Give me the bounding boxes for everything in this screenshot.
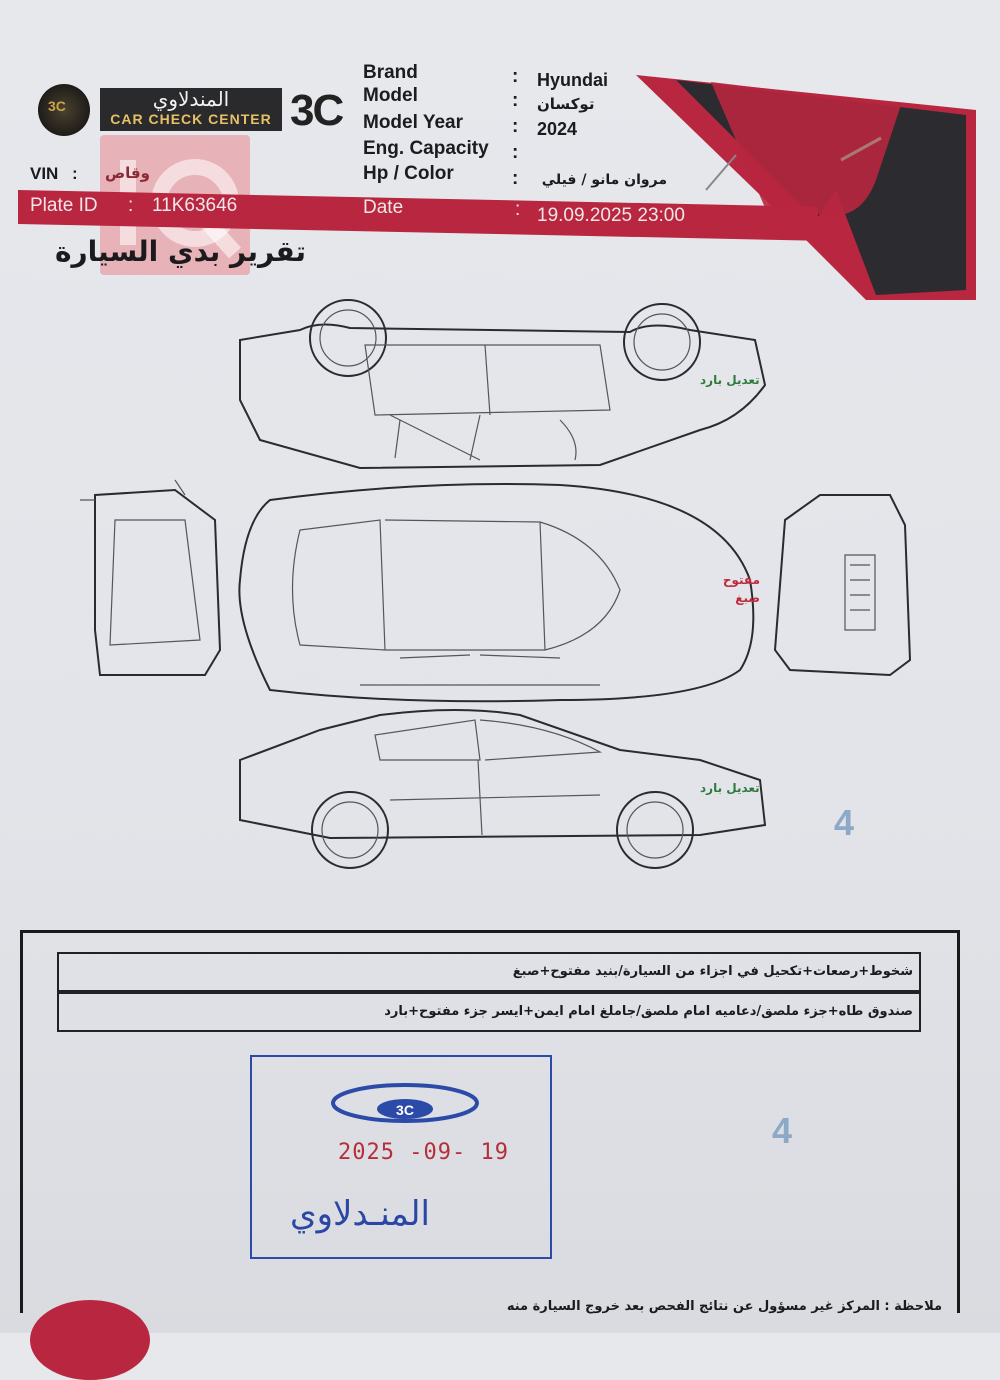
remarks-box: [20, 930, 960, 1313]
footer-red-graphic: [30, 1300, 150, 1380]
colon: :: [128, 195, 134, 216]
colon: :: [515, 199, 521, 220]
logo-mark: 3C: [48, 98, 66, 114]
stamp-date: 2025 -09- 19: [338, 1140, 509, 1165]
stamp-name: المنـدلاوي: [290, 1194, 430, 1234]
remark-row: شخوط+رصعات+تكحيل في اجزاء من السيارة/بني…: [57, 952, 921, 992]
date-value: 19.09.2025 23:00: [537, 205, 685, 226]
brand-value: Hyundai: [537, 70, 609, 90]
brand-arabic: المندلاوي: [152, 87, 230, 111]
car-top-view: [238, 483, 755, 703]
colon: :: [72, 164, 78, 183]
note-cold-repair-side: تعديل بارد: [700, 781, 760, 795]
center-logo: 3C: [38, 84, 90, 136]
page-marker: 4: [772, 1110, 793, 1151]
car-side-view-top: [239, 299, 767, 470]
car-rear-view: [80, 479, 222, 676]
hp-color-value: مروان مانو / فيلي: [541, 172, 667, 188]
colon: :: [512, 168, 519, 189]
remark-text: صندوق طاه+جزء ملصق/دعاميه امام ملصق/جامل…: [384, 1004, 913, 1019]
stamp-logo: 3C: [331, 1083, 479, 1123]
car-body-diagram: [80, 299, 912, 869]
logo-3c: 3C: [290, 86, 344, 135]
plate-id-label: Plate ID: [30, 195, 98, 216]
colon: :: [512, 66, 519, 87]
header-chevron-graphic: [636, 75, 976, 300]
inspection-stamp: [250, 1055, 552, 1259]
colon: :: [512, 90, 519, 111]
model-value: توكسان: [537, 95, 595, 113]
brand-label: Brand: [363, 62, 418, 83]
car-front-view: [773, 494, 912, 677]
note-painted: صبغ: [735, 591, 760, 605]
remark-text: شخوط+رصعات+تكحيل في اجزاء من السيارة/بني…: [512, 964, 913, 979]
colon: :: [512, 142, 519, 163]
brand-english: CAR CHECK CENTER: [110, 111, 272, 127]
plate-id-value: 11K63646: [152, 195, 238, 216]
brand-box: المندلاوي CAR CHECK CENTER: [100, 88, 282, 131]
page-marker: 4: [834, 802, 855, 843]
hp-color-label: Hp / Color: [363, 163, 454, 184]
date-label: Date: [363, 197, 404, 218]
note-opened: مفتوح: [722, 573, 760, 587]
colon: :: [512, 116, 519, 137]
eng-capacity-label: Eng. Capacity: [363, 138, 489, 159]
report-title: تقرير بدي السيارة: [55, 235, 307, 268]
vin-value: وقاص: [105, 164, 150, 182]
car-side-view-bottom: [239, 709, 767, 869]
stamp-logo-text: 3C: [396, 1102, 414, 1118]
model-year-value: 2024: [537, 119, 578, 139]
vin-label: VIN: [30, 164, 59, 183]
footer-note: ملاحظة : المركز غير مسؤول عن نتائج الفحص…: [506, 1299, 942, 1314]
remark-row: صندوق طاه+جزء ملصق/دعاميه امام ملصق/جامل…: [57, 992, 921, 1032]
note-cold-repair-top: تعديل بارد: [700, 373, 760, 387]
model-label: Model: [363, 85, 418, 106]
model-year-label: Model Year: [363, 112, 463, 133]
